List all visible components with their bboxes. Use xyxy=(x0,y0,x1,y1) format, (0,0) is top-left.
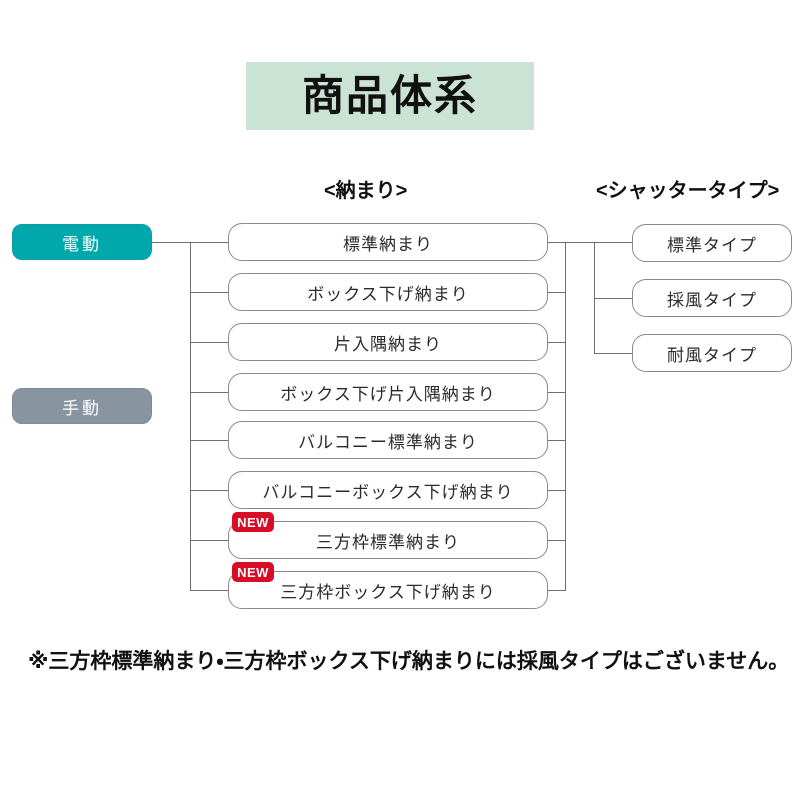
connector-out-osamari-5 xyxy=(548,440,566,441)
connector-right-trunk-to-shutter-trunk xyxy=(565,242,595,243)
node-osamari-8-label: 三方枠ボックス下げ納まり xyxy=(280,582,496,602)
connector-branch-osamari-7 xyxy=(190,540,228,541)
connector-branch-shutter-3 xyxy=(594,353,632,354)
connector-out-osamari-8 xyxy=(548,590,566,591)
connector-out-osamari-2 xyxy=(548,292,566,293)
node-osamari-1[interactable]: 標準納まり xyxy=(228,223,548,261)
connector-out-osamari-3 xyxy=(548,342,566,343)
new-badge-osamari-8: NEW xyxy=(232,562,274,582)
node-osamari-3[interactable]: 片入隅納まり xyxy=(228,323,548,361)
node-osamari-8[interactable]: 三方枠ボックス下げ納まり xyxy=(228,571,548,609)
mode-button-manual-label: 手動 xyxy=(62,398,102,418)
mode-button-electric-label: 電動 xyxy=(62,234,102,254)
new-badge-osamari-7: NEW xyxy=(232,512,274,532)
node-shutter-2-label: 採風タイプ xyxy=(667,290,757,310)
column-header-shutter: <シャッタータイプ> xyxy=(596,180,780,202)
connector-out-osamari-7 xyxy=(548,540,566,541)
connector-out-osamari-4 xyxy=(548,392,566,393)
node-osamari-6[interactable]: バルコニーボックス下げ納まり xyxy=(228,471,548,509)
node-osamari-4[interactable]: ボックス下げ片入隅納まり xyxy=(228,373,548,411)
node-osamari-2[interactable]: ボックス下げ納まり xyxy=(228,273,548,311)
node-shutter-3-label: 耐風タイプ xyxy=(667,345,757,365)
connector-out-osamari-6 xyxy=(548,490,566,491)
mode-button-manual[interactable]: 手動 xyxy=(12,388,152,424)
node-osamari-5-label: バルコニー標準納まり xyxy=(298,432,478,452)
connector-branch-osamari-2 xyxy=(190,292,228,293)
node-shutter-2[interactable]: 採風タイプ xyxy=(632,279,792,317)
connector-branch-osamari-6 xyxy=(190,490,228,491)
node-osamari-3-label: 片入隅納まり xyxy=(334,334,442,354)
node-osamari-7-label: 三方枠標準納まり xyxy=(316,532,460,552)
connector-branch-osamari-1 xyxy=(190,242,228,243)
connector-out-osamari-1 xyxy=(548,242,566,243)
connector-branch-shutter-2 xyxy=(594,298,632,299)
node-osamari-6-label: バルコニーボックス下げ納まり xyxy=(262,482,514,502)
connector-branch-osamari-5 xyxy=(190,440,228,441)
node-osamari-1-label: 標準納まり xyxy=(343,234,433,254)
mode-button-electric[interactable]: 電動 xyxy=(12,224,152,260)
connector-electric-to-trunk xyxy=(152,242,190,243)
column-header-osamari: <納まり> xyxy=(324,180,408,202)
node-osamari-7[interactable]: 三方枠標準納まり xyxy=(228,521,548,559)
connector-branch-shutter-1 xyxy=(594,242,632,243)
node-osamari-4-label: ボックス下げ片入隅納まり xyxy=(280,384,496,404)
node-shutter-1[interactable]: 標準タイプ xyxy=(632,224,792,262)
connector-right-trunk xyxy=(565,242,566,590)
connector-branch-osamari-3 xyxy=(190,342,228,343)
connector-branch-osamari-8 xyxy=(190,590,228,591)
node-shutter-3[interactable]: 耐風タイプ xyxy=(632,334,792,372)
title-band: 商品体系 xyxy=(246,62,534,130)
node-osamari-5[interactable]: バルコニー標準納まり xyxy=(228,421,548,459)
node-osamari-2-label: ボックス下げ納まり xyxy=(307,284,469,304)
node-shutter-1-label: 標準タイプ xyxy=(667,235,757,255)
connector-branch-osamari-4 xyxy=(190,392,228,393)
page-title: 商品体系 xyxy=(301,72,478,119)
footnote: ※三方枠標準納まり・三方枠ボックス下げ納まりには採風タイプはございません。 xyxy=(28,650,790,673)
connector-osamari-trunk xyxy=(190,242,191,590)
